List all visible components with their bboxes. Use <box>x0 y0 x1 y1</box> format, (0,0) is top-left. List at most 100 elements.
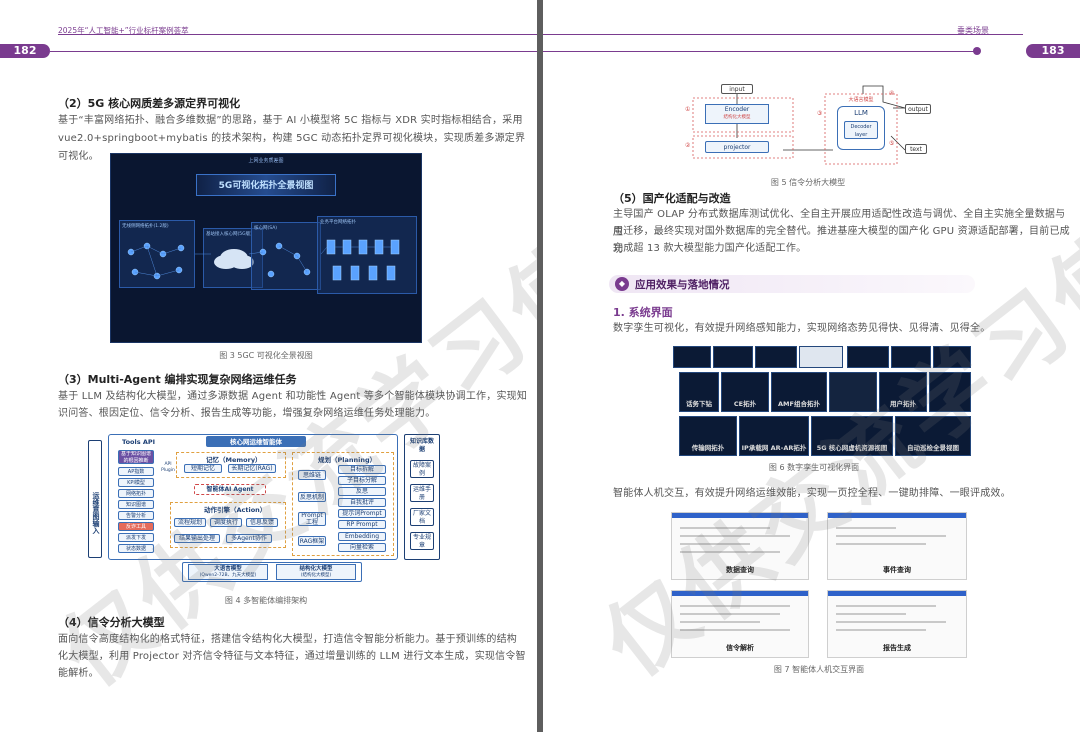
fig6-label-6: 传输网拓扑 <box>691 444 725 452</box>
fig4-action-4: 多Agent协作 <box>226 534 272 543</box>
fig7-ui-4-line <box>836 605 936 607</box>
fig7-ui-2-line <box>836 527 896 529</box>
fig4-tool-5: 告警分析 <box>118 511 154 520</box>
fig6-tile-4 <box>829 372 877 412</box>
fig6-tile-3: AMF组合拓扑 <box>771 372 827 412</box>
fig7-ui-3-bar <box>672 591 808 596</box>
fig4-model1-sub: (Qwen2-72B、九天大模型) <box>199 573 257 578</box>
cloud-icon <box>220 249 248 267</box>
fig7-ui-1-line <box>680 535 790 537</box>
fig4-tool-8: 状态数据 <box>118 544 154 553</box>
fig4-model1-title: 大语言模型 <box>214 566 242 572</box>
fig6-tile-9: 自动巡检全景视图 <box>895 416 971 456</box>
fig4-tools-title: Tools API <box>122 438 156 446</box>
fig5-step-2: ② <box>685 142 691 149</box>
fig4-plan-item-5: RP Prompt <box>338 520 386 529</box>
fig4-plan-group-0: 思维链 <box>298 470 326 480</box>
fig6-tile-6: 传输网拓扑 <box>679 416 737 456</box>
fig5-step-1: ① <box>685 106 691 113</box>
fig4-action-title: 动作引擎（Action） <box>204 506 267 514</box>
left-page-number: 182 <box>0 44 50 58</box>
fig6-tile-d <box>799 346 843 368</box>
fig3-title-banner: 5G可视化拓扑全景视图 <box>196 174 336 196</box>
fig7-label-2: 事件查询 <box>883 566 911 574</box>
fig4-tool-4: 知识图谱 <box>118 500 154 509</box>
section5-line1: 主导国产 OLAP 分布式数据库测试优化、全自主开展应用适配性改造与调优、全自主… <box>613 209 1066 238</box>
fig4-model1: 大语言模型 (Qwen2-72B、九天大模型) <box>188 564 268 580</box>
fig4-tool-2: KPI模型 <box>118 478 154 487</box>
fig6-tile-blank <box>929 372 971 412</box>
fig4-memory-0: 短期记忆 <box>184 464 222 473</box>
fig6-label-2: CE拓扑 <box>733 400 757 408</box>
fig6-caption: 图 6 数字孪生可视化界面 <box>768 463 860 472</box>
fig6-tile-2: CE拓扑 <box>721 372 769 412</box>
fig6-label-9: 自动巡检全景视图 <box>907 444 959 452</box>
fig5-encoder-sub: 结构化大模型 <box>723 115 751 120</box>
fig6-tile-8: 5G 核心网虚机资源视图 <box>811 416 893 456</box>
fig4-main-frame <box>108 434 398 560</box>
section5-line2: 用迁移，最终实现对国外数据库的完全替代。推进基座大模型的国产化 GPU 资源适配… <box>613 226 1070 255</box>
fig7-ui-3-line <box>680 613 780 615</box>
fig4-plan-item-2: 反思 <box>338 487 386 496</box>
fig5-input: input <box>721 84 753 94</box>
fig6-tile-b <box>713 346 753 368</box>
fig4-kb-frame <box>404 434 440 560</box>
fig6-tile-7: IP承载网 AR-AR拓扑 <box>739 416 809 456</box>
left-page: 2025年“人工智能+”行业标杆案例荟萃 182 （2）5G 核心网质差多源定界… <box>0 0 537 732</box>
fig4-plan-item-1: 子目标分解 <box>338 476 386 485</box>
fig4-memory-frame <box>176 452 286 478</box>
fig4-agent-architecture: 运维意图输入 Tools API 核心网运维智能体 基于知识图谱的根因推断 AP… <box>86 432 446 584</box>
fig5-llm-top: 大语言模型 <box>848 97 874 103</box>
fig4-plan-item-7: 向量检索 <box>338 543 386 552</box>
fig4-agent-title: 智能体AI Agent <box>194 484 266 495</box>
fig7-ui-4-bar <box>828 591 966 596</box>
fig7-ui-2-bar <box>828 513 966 518</box>
fig4-tool-7: 派发下发 <box>118 533 154 542</box>
fig4-plan-group-1: 反思机制 <box>298 492 326 502</box>
fig5-caption: 图 5 信令分析大模型 <box>770 178 846 187</box>
fig4-tool-1: AP指数 <box>118 467 154 476</box>
right-header-rule <box>543 34 1023 35</box>
fig3-panel-4: 业务平台网络拓扑 <box>317 216 417 294</box>
app-effect-icon: ◆ <box>615 277 629 291</box>
fig7-ui-3-line <box>680 621 760 623</box>
app-effect-bar: ◆ 应用效果与落地情况 <box>609 275 975 293</box>
left-header-rule <box>58 34 537 35</box>
left-header-title: 2025年“人工智能+”行业标杆案例荟萃 <box>58 26 189 35</box>
fig4-kb-0: 故障案例 <box>410 460 434 478</box>
app-effect-title: 应用效果与落地情况 <box>635 279 730 291</box>
section4-line1: 面向信令高度结构化的格式特征，搭建信令结构化大模型，打造信令智能分析能力。基于预… <box>58 634 517 645</box>
fig5-projector: projector <box>705 141 769 153</box>
fig4-plan-group-3: RAG框架 <box>298 536 326 546</box>
fig3-node-graph <box>127 239 400 281</box>
fig4-center-title: 核心网运维智能体 <box>206 436 306 447</box>
fig5-encoder-label: Encoder <box>724 106 750 113</box>
fig7-ui-4-line <box>836 613 906 615</box>
fig3-panel-3: 核心网(SA) <box>251 222 321 290</box>
fig4-tool-6: 反诈工具 <box>118 522 154 531</box>
fig4-action-2: 信息反馈 <box>246 518 278 527</box>
fig4-action-frame <box>170 502 286 548</box>
fig3-topology-view: 上网业务质差图 5G可视化拓扑全景视图 无线侧网络拓扑(1.2版) 基站接入核心… <box>110 153 422 343</box>
fig7-ui-1-line <box>680 543 750 545</box>
fig6-tile-c <box>755 346 797 368</box>
fig4-plan-item-4: 提示词Prompt <box>338 509 386 518</box>
agent-body: 智能体人机交互，有效提升网络运维效能，实现一页控全程、一键助排障、一眼评成效。 <box>613 488 1011 499</box>
fig4-memory-1: 长期记忆(RAG) <box>228 464 276 473</box>
fig7-ui-2-line <box>836 543 926 545</box>
fig7-caption: 图 7 智能体人机交互界面 <box>773 665 865 674</box>
fig7-ui-4-line <box>836 629 926 631</box>
left-header-line <box>50 51 537 52</box>
section2-heading: （2）5G 核心网质差多源定界可视化 <box>58 97 241 110</box>
fig7-ui-4: 报告生成 <box>827 590 967 658</box>
fig5-output: output <box>905 104 931 114</box>
fig4-tool-3: 网络拓扑 <box>118 489 154 498</box>
fig4-planning-frame <box>292 452 394 556</box>
fig4-action-1: 调度执行 <box>210 518 242 527</box>
section2-line2: vue2.0+springboot+mybatis 的技术架构，构建 5GC 动… <box>58 133 526 162</box>
fig4-plan-group-2: Prompt工程 <box>298 512 326 526</box>
fig5-step-4: ④ <box>889 90 895 97</box>
section4-heading: （4）信令分析大模型 <box>58 616 165 629</box>
fig4-plan-item-3: 自我批评 <box>338 498 386 507</box>
fig3-panel-2-label: 基站接入核心网(5G版) <box>206 232 252 237</box>
